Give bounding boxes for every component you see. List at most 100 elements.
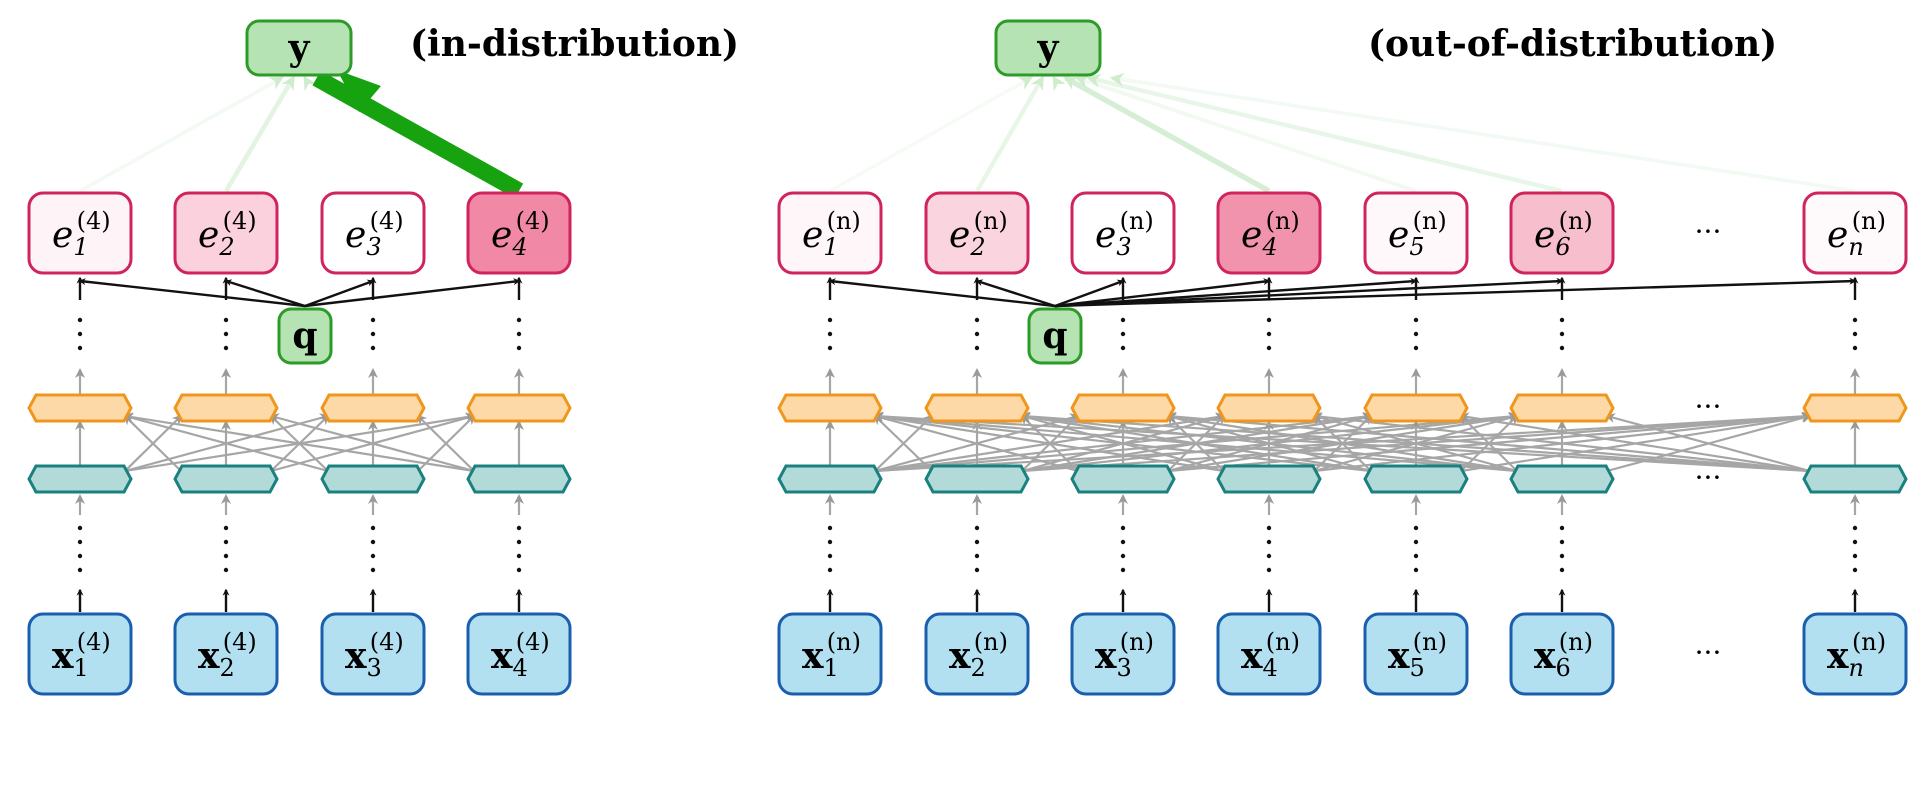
dotted-connector [516,345,522,351]
x-node-sup: (n) [827,628,861,656]
x-node [173,612,279,696]
dotted-connector [1852,525,1858,531]
e-node-label: e1(4) [52,207,111,261]
hidden-layer-2 [1509,393,1615,423]
dotted-connector [1559,345,1565,351]
dotted-connector [1559,553,1565,559]
dotted-connector [77,345,83,351]
e-node-sub: 4 [511,233,527,261]
dotted-connector [1120,345,1126,351]
x-node-label: x1(n) [802,628,861,682]
x-node [466,612,572,696]
dotted-connector [223,345,229,351]
dotted-connector [974,539,980,545]
dotted-connector [1266,317,1272,323]
e-node-label: e4(4) [491,207,550,261]
e-node-label: e3(n) [1095,207,1154,261]
hidden-layer-2 [27,393,133,423]
hidden-layer-1 [1070,464,1176,494]
query-q-box [277,307,333,365]
e-node [1509,191,1615,275]
e-to-y-edge [1063,75,1271,194]
query-q-box [1027,307,1083,365]
dotted-connector [223,317,229,323]
hidden-layer-2 [466,393,572,423]
mixing-edge [873,414,933,472]
e-node-base: e [1241,215,1262,256]
dotted-connector [1120,525,1126,531]
dotted-connector [1852,317,1858,323]
in-distribution-panel: ye1(4)x1(4)e2(4)x2(4)e3(4)x3(4)e4(4)x4(4… [27,19,739,696]
dotted-connector [1559,317,1565,323]
hidden-layer-2 [924,393,1030,423]
dotted-connector [223,525,229,531]
x-node-sup: (n) [1559,628,1593,656]
x-node-label: x1(4) [52,628,111,682]
x-node-label: x3(n) [1095,628,1154,682]
e-node-sup: (n) [974,207,1008,235]
x-node [1216,612,1322,696]
x-node-sub: 3 [366,654,381,682]
e-node [1070,191,1176,275]
query-edges [78,278,521,308]
mixing-edges [825,368,1860,515]
e-to-y-edge [829,76,1033,193]
x-node-base: x [345,635,367,677]
dotted-connector [370,567,376,573]
e-node-sup: (4) [516,207,550,235]
dotted-connector [974,345,980,351]
dotted-connector [827,553,833,559]
e-to-y-edge [79,76,284,193]
e-node-base: e [198,215,219,256]
mixing-edge [873,411,1372,473]
query-edge [828,278,1056,308]
nodes: ye1(n)x1(n)e2(n)x2(n)e3(n)x3(n)e4(n)x4(n… [777,19,1908,696]
dotted-connector [1852,539,1858,545]
e-node-base: e [491,215,512,256]
output-y-label: y [1037,27,1060,69]
hidden-layer-1 [27,464,133,494]
mixing-edge [269,413,475,473]
output-y-box [245,19,353,77]
e-node-label: e1(n) [802,207,861,261]
x-node-sup: (4) [370,628,404,656]
e-node-sub: 6 [1555,233,1570,261]
hidden-layer-1 [1363,464,1469,494]
dotted-connector [1559,525,1565,531]
x-node-base: x [198,635,220,677]
query-edges [828,277,1857,308]
x-node-sup: (n) [1266,628,1300,656]
query-edge [224,279,306,308]
hidden-layer-2 [1216,393,1322,423]
dotted-connector [827,525,833,531]
dotted-connector [77,539,83,545]
e-node [777,191,883,275]
hidden-layer-1 [777,464,883,494]
query-edge [1054,279,1125,308]
dotted-connector [1413,331,1419,337]
hidden-layer-2 [1070,393,1176,423]
dotted-connector [1413,567,1419,573]
x-node-label: x4(n) [1241,628,1300,682]
e-node [466,191,572,275]
e-node-label: e6(n) [1534,207,1593,261]
e-node [173,191,279,275]
dotted-connector [516,539,522,545]
x-node-label: x5(n) [1388,628,1447,682]
e-node-label: e2(n) [949,207,1008,261]
e-node-sup: (4) [370,207,404,235]
dotted-connector [516,525,522,531]
hidden-layer-2 [777,393,883,423]
e-node-sup: (n) [1559,207,1593,235]
dotted-connector [370,553,376,559]
mixing-edge [873,412,1225,473]
dotted-connector [77,553,83,559]
dotted-connector [1266,345,1272,351]
dotted-connector [370,525,376,531]
dotted-connector [1120,553,1126,559]
x-node-sub: 4 [1262,654,1277,682]
dotted-connector [370,539,376,545]
dotted-connector [1266,539,1272,545]
e-node-label: en(n) [1827,207,1886,261]
